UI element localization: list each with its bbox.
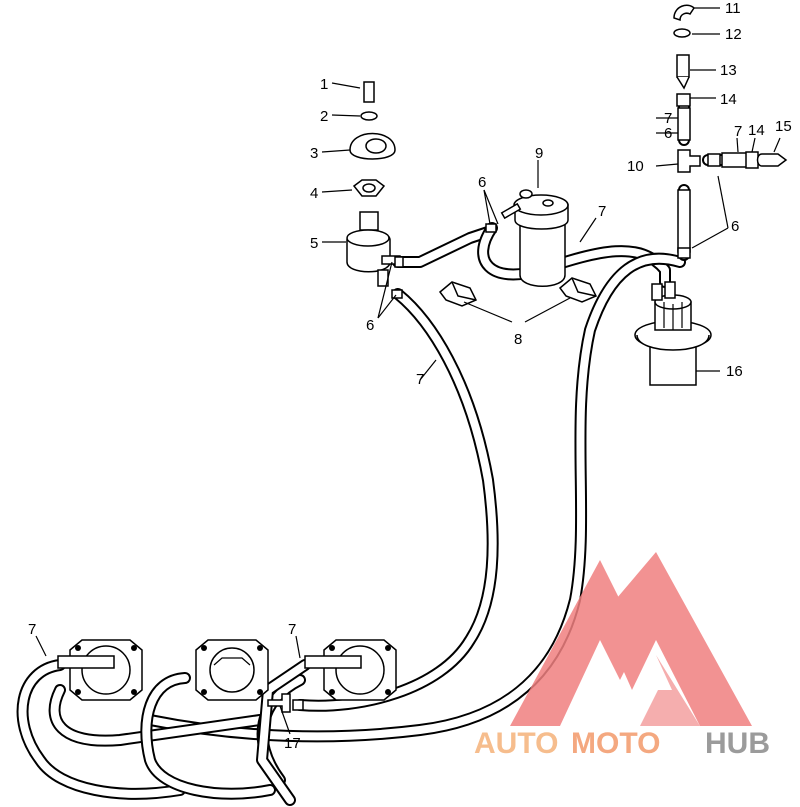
fuel-filter-assembly (346, 81, 404, 299)
callout-7a: 7 (416, 371, 424, 388)
leader-lines (35, 7, 781, 735)
fuel-tank-fitting (634, 281, 712, 386)
callout-labels: 1 2 3 4 5 6 6 6 6 7 7 7 7 7 7 8 9 10 11 … (28, 0, 792, 752)
screw (363, 81, 375, 103)
tee-fitting (677, 149, 701, 173)
automotohub-watermark: AUTO MOTO HUB (474, 552, 770, 760)
watermark-logo-shape (510, 560, 640, 726)
callout-6c: 6 (664, 125, 672, 142)
carburetor-left (57, 639, 143, 701)
watermark-text-moto: MOTO (571, 727, 660, 760)
clamp (391, 289, 403, 299)
callout-12: 12 (725, 26, 742, 43)
callout-7f: 7 (288, 621, 296, 638)
watermark-logo-triangle (600, 552, 752, 726)
callout-5: 5 (310, 235, 318, 252)
callout-14b: 14 (748, 122, 765, 139)
vent-column (673, 4, 788, 259)
clamp (485, 223, 497, 233)
watermark-text-hub: HUB (705, 727, 770, 760)
callout-2: 2 (320, 108, 328, 125)
watermark-logo-notch (640, 655, 700, 726)
callout-6a: 6 (366, 317, 374, 334)
watermark-text-auto: AUTO (474, 727, 558, 760)
callout-10: 10 (627, 158, 644, 175)
callout-14a: 14 (720, 91, 737, 108)
callout-4: 4 (310, 185, 318, 202)
elbow (673, 4, 695, 22)
callout-7e: 7 (28, 621, 36, 638)
carburetors (57, 639, 397, 713)
clamp (394, 256, 404, 268)
callout-15: 15 (775, 118, 792, 135)
hose-clips (438, 277, 598, 307)
fuel-pump (485, 189, 569, 287)
check-valve (756, 153, 788, 167)
callout-6b: 6 (478, 174, 486, 191)
callout-8: 8 (514, 331, 522, 348)
carburetor-right (304, 639, 397, 701)
callout-7b: 7 (598, 203, 606, 220)
callout-7c: 7 (664, 110, 672, 127)
callout-3: 3 (310, 145, 318, 162)
callout-6d: 6 (731, 218, 739, 235)
callout-9: 9 (535, 145, 543, 162)
callout-16: 16 (726, 363, 743, 380)
callout-17: 17 (284, 735, 301, 752)
carburetor-center (195, 639, 269, 701)
callout-1: 1 (320, 76, 328, 93)
tee-fitting-lower (267, 693, 291, 713)
callout-7d: 7 (734, 123, 742, 140)
callout-13: 13 (720, 62, 737, 79)
callout-11: 11 (725, 0, 741, 17)
washer (360, 111, 378, 121)
